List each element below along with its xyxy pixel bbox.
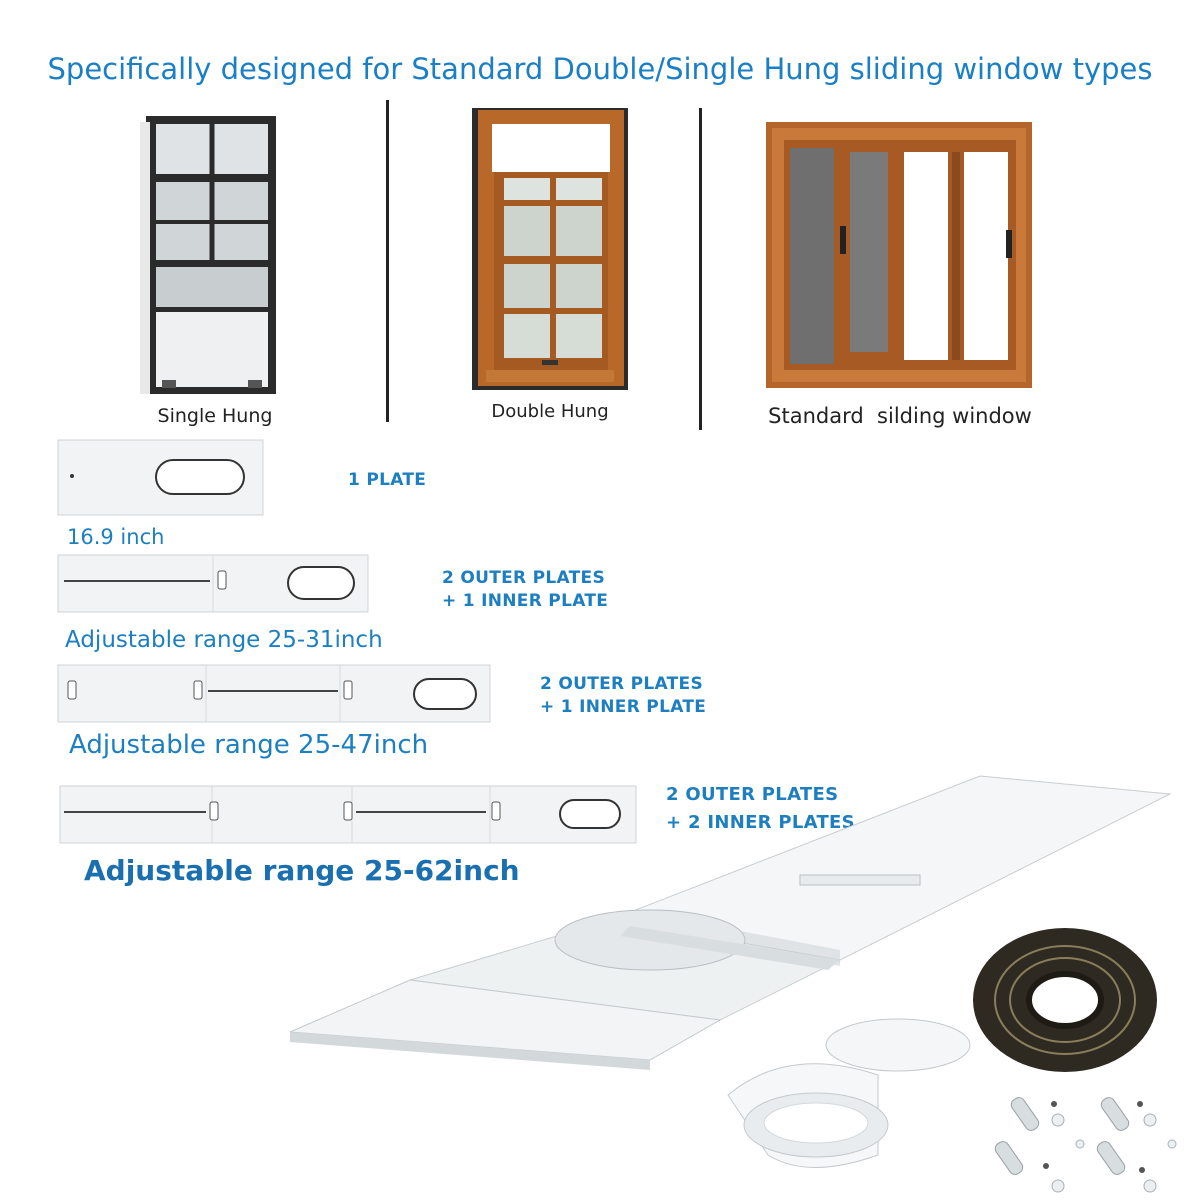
kit-4-plate-outer: 2 OUTER PLATES — [666, 784, 839, 805]
assembled-slider-plates-image — [289, 775, 1172, 1070]
divider-line — [386, 100, 389, 422]
window-caption-single-hung: Single Hung — [157, 405, 273, 427]
kit-4-size: Adjustable range 25-62inch — [84, 854, 520, 887]
kit-1-size: 16.9 inch — [67, 525, 165, 549]
kit-4-plate-inner: + 2 INNER PLATES — [666, 812, 855, 833]
kit-3-plate-inner: + 1 INNER PLATE — [540, 697, 707, 717]
kit-3-plates-image — [57, 664, 491, 723]
single-plate-image — [57, 439, 264, 516]
double-hung-window-image — [472, 108, 628, 390]
kit-4-plates-image — [59, 785, 637, 844]
foam-seal-tape-roll-image — [973, 928, 1157, 1072]
kit-2-plate-inner: + 1 INNER PLATE — [442, 591, 609, 611]
window-caption-sliding: Standard silding window — [768, 404, 1032, 428]
exhaust-hose-adapter-image — [727, 1018, 971, 1168]
kit-2-plate-outer: 2 OUTER PLATES — [442, 568, 606, 588]
single-hung-window-image — [140, 116, 276, 394]
window-caption-double-hung: Double Hung — [491, 401, 609, 422]
sliding-window-image — [766, 122, 1032, 388]
kit-2-plates-image — [57, 554, 369, 613]
kit-1-plate-count: 1 PLATE — [348, 470, 427, 490]
kit-2-size: Adjustable range 25-31inch — [65, 627, 383, 653]
kit-3-plate-outer: 2 OUTER PLATES — [540, 674, 704, 694]
divider-line — [699, 108, 702, 430]
mounting-hardware-image — [994, 1097, 1177, 1193]
kit-3-size: Adjustable range 25-47inch — [69, 730, 429, 760]
headline: Specifically designed for Standard Doubl… — [47, 52, 1153, 86]
